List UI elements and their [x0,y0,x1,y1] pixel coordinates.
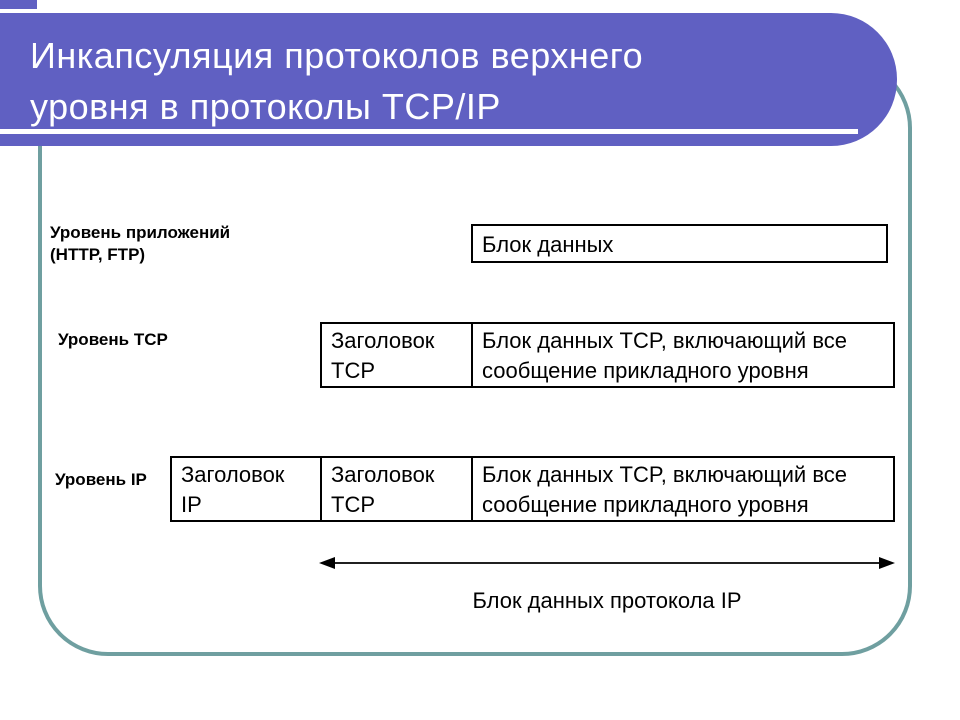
ip-tcp-header-box: Заголовок TCP [320,456,473,522]
title-underline [0,129,858,134]
corner-accent [0,0,37,9]
ip-datagram-label: Блок данных протокола IP [472,588,742,613]
tcp-data-block-box: Блок данных TCP, включающий все сообщени… [471,322,895,388]
ip-header-box: Заголовок IP [170,456,322,522]
row-label-application-layer: Уровень приложений (HTTP, FTP) [50,223,231,264]
row-label-tcp-layer: Уровень TCP [58,330,168,349]
slide-title: Инкапсуляция протоколов верхнего уровня … [30,35,644,127]
double-arrow [319,557,895,569]
app-data-block-box: Блок данных [471,224,888,263]
ip-tcp-data-block-box: Блок данных TCP, включающий все сообщени… [471,456,895,522]
row-label-ip-layer: Уровень IP [55,470,147,489]
tcp-header-box: Заголовок TCP [320,322,473,388]
slide-title-bar: Инкапсуляция протоколов верхнего уровня … [0,13,897,146]
